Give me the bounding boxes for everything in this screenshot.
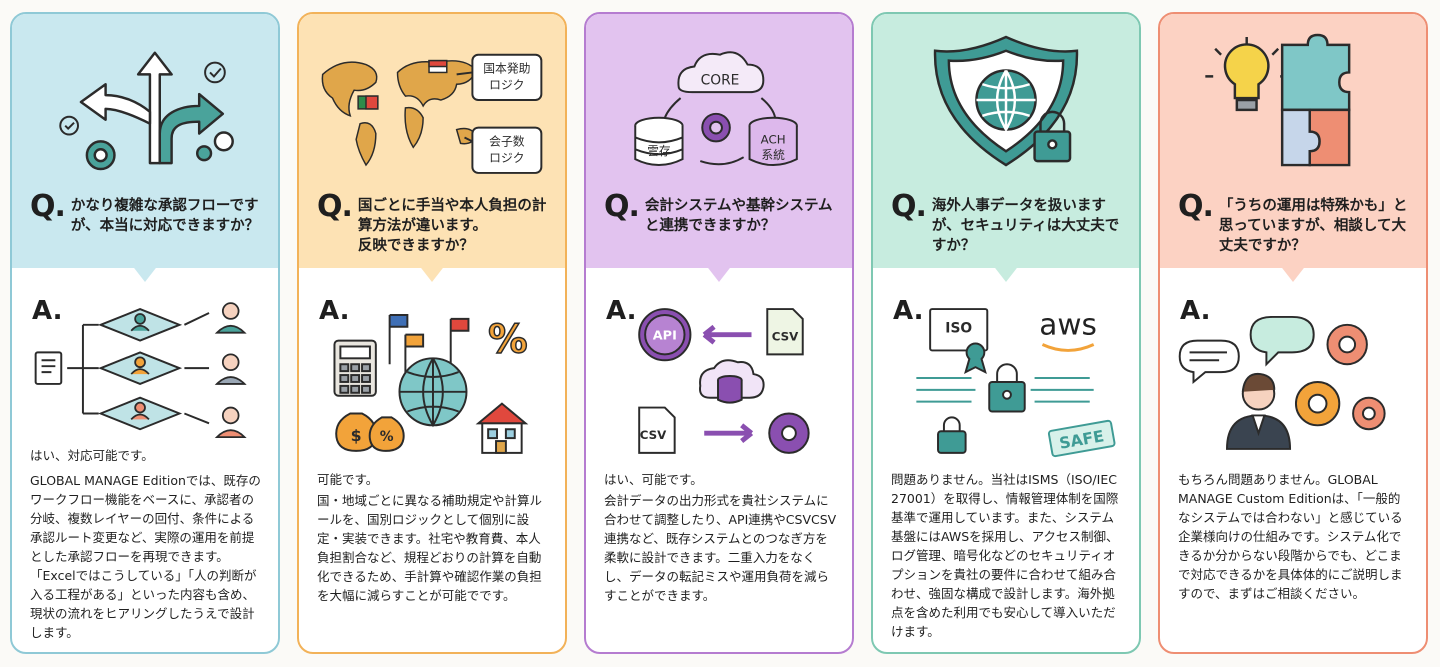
answer-lead: はい、可能です。 — [604, 472, 703, 487]
answer-body: 問題ありません。当社はISMS（ISO/IEC 27001）を取得し、情報管理体… — [891, 472, 1119, 639]
speech-notch — [705, 264, 733, 282]
svg-text:CSV: CSV — [640, 428, 667, 442]
speech-notch — [131, 264, 159, 282]
world-map-icon: 国本発助ロジク 会子数ロジク — [321, 53, 543, 174]
sync-cycle-icon: CORE ACH 系統 雲存 — [634, 51, 798, 167]
approval-flow-icon — [34, 302, 247, 439]
speech-notch — [418, 264, 446, 282]
faq-card-security: Q. 海外人事データを扱いますが、セキュリティは大丈夫ですか？ A. ISO a… — [871, 12, 1141, 654]
branch-arrows-icon — [59, 51, 234, 171]
svg-text:API: API — [653, 329, 677, 344]
answer-block: もちろん問題ありません。GLOBAL MANAGE Custom Edition… — [1178, 470, 1412, 603]
answer-mark: A. — [893, 296, 924, 326]
question-mark: Q. — [30, 189, 66, 224]
iso-aws-lock-icon: ISO aws SAFE — [916, 308, 1116, 458]
shield-lock-icon — [933, 35, 1079, 167]
svg-text:雲存: 雲存 — [647, 144, 671, 158]
svg-text:ACH: ACH — [761, 132, 786, 146]
question-panel: Q. 海外人事データを扱いますが、セキュリティは大丈夫ですか？ — [873, 14, 1139, 268]
api-csv-icon: API CSV CSV — [638, 308, 810, 454]
speech-notch — [992, 264, 1020, 282]
question-mark: Q. — [317, 189, 353, 224]
question-text: かなり複雑な承認フローですが、本当に対応できますか？ — [70, 198, 260, 234]
answer-mark: A. — [319, 296, 350, 326]
answer-lead: はい、対応可能です。 — [30, 448, 154, 463]
question-panel: 国本発助ロジク 会子数ロジク Q. 国ごとに手当や本人負担の計算方法が違います。… — [299, 14, 565, 268]
answer-block: はい、対応可能です。 GLOBAL MANAGE Editionでは、既存のワー… — [30, 446, 264, 642]
map-label-2: 会子数ロジク — [489, 134, 525, 165]
answer-body: もちろん問題ありません。GLOBAL MANAGE Custom Edition… — [1178, 472, 1403, 601]
answer-block: はい、可能です。 会計データの出力形式を貴社システムに合わせて調整したり、API… — [604, 470, 838, 605]
faq-card-consultation: Q. 「うちの運用は特殊かも」と思っていますが、相談して大丈夫ですか？ A. も… — [1158, 12, 1428, 654]
svg-text:aws: aws — [1039, 308, 1097, 342]
answer-block: 可能です。 国・地域ごとに異なる補助規定や計算ルールを、国別ロジックとして個別に… — [317, 470, 551, 605]
svg-text:ISO: ISO — [945, 321, 972, 337]
svg-text:系統: 系統 — [761, 148, 785, 162]
lightbulb-puzzle-icon — [1205, 33, 1351, 167]
faq-card-country-calculation: 国本発助ロジク 会子数ロジク Q. 国ごとに手当や本人負担の計算方法が違います。… — [297, 12, 567, 654]
answer-lead: 可能です。 — [317, 472, 379, 487]
faq-card-system-integration: CORE ACH 系統 雲存 Q. 会計システムや基幹システムと連携できますか？… — [584, 12, 854, 654]
answer-body: GLOBAL MANAGE Editionでは、既存のワークフロー機能をベースに… — [30, 473, 261, 640]
question-panel: Q. 「うちの運用は特殊かも」と思っていますが、相談して大丈夫ですか？ — [1160, 14, 1426, 268]
question-text: 会計システムや基幹システムと連携できますか？ — [644, 198, 833, 234]
map-label-1: 国本発助ロジク — [483, 61, 530, 92]
svg-text:$: $ — [351, 426, 362, 445]
calculator-globe-icon: $ % % — [333, 313, 528, 454]
answer-mark: A. — [606, 296, 637, 326]
consultant-gears-icon — [1178, 315, 1386, 450]
answer-body: 会計データの出力形式を貴社システムに合わせて調整したり、API連携やCSVCSV… — [604, 493, 837, 603]
svg-text:%: % — [488, 316, 527, 362]
question-text: 「うちの運用は特殊かも」と思っていますが、相談して大丈夫ですか？ — [1218, 198, 1408, 254]
svg-text:CORE: CORE — [701, 72, 740, 88]
answer-body: 国・地域ごとに異なる補助規定や計算ルールを、国別ロジックとして個別に設定・実装で… — [317, 493, 543, 603]
answer-mark: A. — [1180, 296, 1211, 326]
svg-text:%: % — [380, 429, 394, 445]
question-text: 海外人事データを扱いますが、セキュリティは大丈夫ですか？ — [931, 198, 1120, 254]
question-mark: Q. — [891, 189, 927, 224]
answer-block: 問題ありません。当社はISMS（ISO/IEC 27001）を取得し、情報管理体… — [891, 470, 1125, 641]
question-mark: Q. — [604, 189, 640, 224]
answer-mark: A. — [32, 296, 63, 326]
question-panel: CORE ACH 系統 雲存 Q. 会計システムや基幹システムと連携できますか？ — [586, 14, 852, 268]
question-text: 国ごとに手当や本人負担の計算方法が違います。 反映できますか？ — [357, 198, 547, 254]
svg-text:CSV: CSV — [772, 330, 799, 344]
faq-card-approval-flow: Q. かなり複雑な承認フローですが、本当に対応できますか？ A. — [10, 12, 280, 654]
question-panel: Q. かなり複雑な承認フローですが、本当に対応できますか？ — [12, 14, 278, 268]
question-mark: Q. — [1178, 189, 1214, 224]
speech-notch — [1279, 264, 1307, 282]
